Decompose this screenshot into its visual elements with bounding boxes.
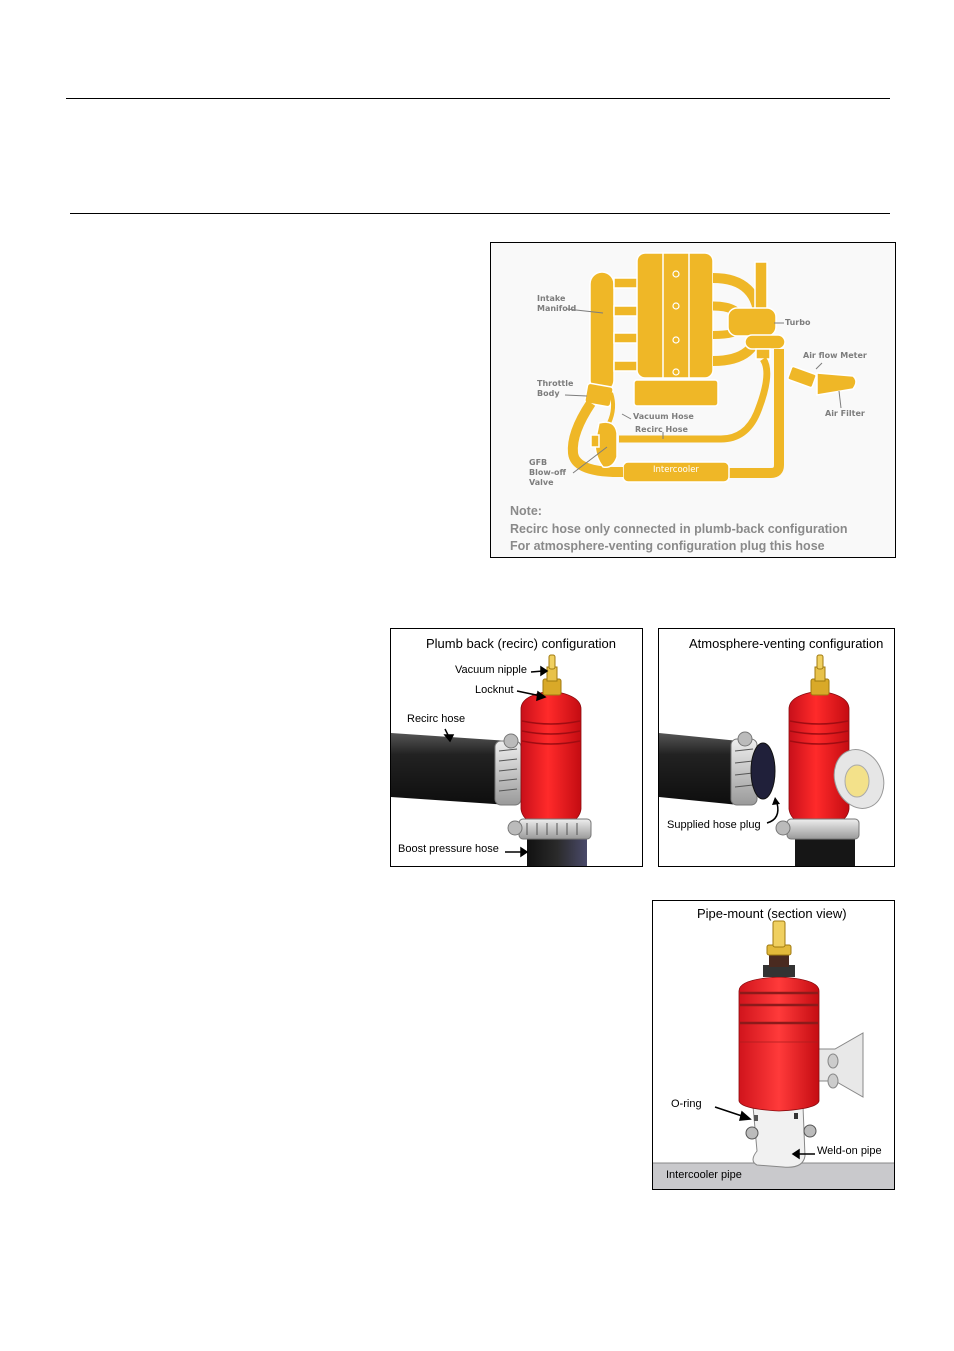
label-locknut: Locknut	[475, 684, 514, 696]
header-top-rule	[66, 98, 890, 99]
label-supplied-hose-plug: Supplied hose plug	[667, 819, 761, 831]
label-throttle-body: Throttle Body	[537, 379, 573, 399]
engine-diagram-graphic	[564, 252, 857, 483]
label-throttle-line1: Throttle	[537, 379, 574, 388]
pipe-mount-title: Pipe-mount (section view)	[697, 906, 847, 921]
pipe-mount-section-figure: Pipe-mount (section view) O-ring Weld-on…	[652, 900, 895, 1190]
label-turbo: Turbo	[785, 318, 811, 327]
plumb-back-graphic	[391, 654, 592, 866]
label-intake-line1: Intake	[537, 294, 566, 303]
label-intake-manifold: Intake Manifold	[537, 294, 576, 314]
note-line-2: For atmosphere-venting configuration plu…	[510, 539, 825, 553]
label-intercooler-pipe: Intercooler pipe	[666, 1169, 742, 1181]
engine-plumbing-diagram: Intake Manifold Turbo Air flow Meter Thr…	[490, 242, 896, 558]
label-boost-pressure-hose: Boost pressure hose	[398, 843, 499, 855]
label-o-ring: O-ring	[671, 1098, 702, 1110]
label-vacuum-nipple: Vacuum nipple	[455, 664, 527, 676]
pipe-mount-graphic	[653, 920, 894, 1189]
atmosphere-venting-configuration-figure: Atmosphere-venting configuration Supplie…	[658, 628, 895, 867]
header-bottom-rule	[70, 213, 890, 214]
note-block: Note: Recirc hose only connected in plum…	[510, 503, 848, 556]
label-air-flow-meter: Air flow Meter	[803, 351, 867, 360]
plumb-back-configuration-figure: Plumb back (recirc) configuration Vacuum…	[390, 628, 643, 867]
label-intercooler: Intercooler	[653, 465, 699, 475]
label-vacuum-hose: Vacuum Hose	[633, 412, 694, 421]
label-gfb-line1: GFB	[529, 458, 548, 467]
atmosphere-venting-title: Atmosphere-venting configuration	[689, 636, 884, 651]
label-gfb-blow-off-valve: GFB Blow-off Valve	[529, 458, 566, 488]
label-weld-on-pipe: Weld-on pipe	[817, 1145, 882, 1157]
label-gfb-line2: Blow-off	[529, 468, 567, 477]
label-gfb-line3: Valve	[529, 478, 554, 487]
note-title: Note:	[510, 504, 542, 518]
label-throttle-line2: Body	[537, 389, 560, 398]
atmosphere-venting-graphic	[659, 654, 885, 866]
note-line-1: Recirc hose only connected in plumb-back…	[510, 521, 848, 536]
label-intake-line2: Manifold	[537, 304, 577, 313]
plumb-back-title: Plumb back (recirc) configuration	[426, 636, 617, 651]
label-recirc-hose: Recirc Hose	[635, 425, 688, 434]
label-recirc-hose: Recirc hose	[407, 713, 466, 725]
label-air-filter: Air Filter	[825, 409, 865, 418]
